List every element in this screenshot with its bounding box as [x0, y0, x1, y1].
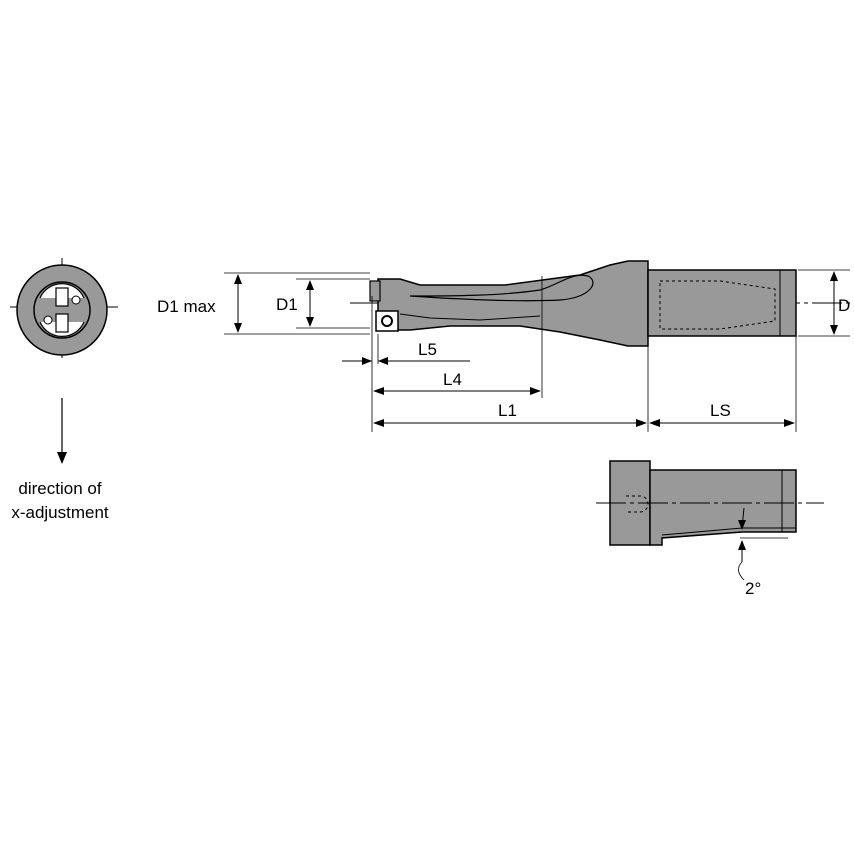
l1-arrow-right	[636, 419, 647, 427]
shank-detail-view: 2°	[596, 460, 824, 598]
l5-label: L5	[418, 340, 437, 359]
end-view-outer-circle	[16, 264, 108, 356]
d1-label: D1	[276, 295, 298, 314]
d1max-arrow-top	[234, 274, 242, 284]
ls-arrow-left	[649, 419, 660, 427]
end-view-insert-bottom	[55, 313, 69, 333]
d-arrow-bottom	[830, 325, 838, 335]
l4-label: L4	[443, 370, 462, 389]
d1-arrow-bottom	[306, 317, 314, 327]
flute-edge	[399, 313, 541, 321]
angle-arrowhead-lower	[738, 540, 746, 550]
end-view-coolant-hole-left	[43, 315, 53, 325]
d1max-label: D1 max	[157, 297, 216, 316]
end-view-coolant-hole-right	[71, 295, 81, 305]
l4-arrow-right	[530, 387, 541, 395]
direction-arrow-head	[57, 452, 67, 464]
ls-label: LS	[710, 401, 731, 420]
insert-screw-icon	[381, 315, 393, 327]
drill-body	[377, 260, 649, 347]
end-view-inner-ring	[33, 281, 91, 339]
l1-label: L1	[498, 401, 517, 420]
ls-arrow-right	[784, 419, 795, 427]
d1-arrow-top	[306, 280, 314, 290]
detail-shank-body	[649, 469, 797, 546]
l5-arrow-left	[362, 357, 372, 365]
shank-hidden-bore	[659, 280, 776, 330]
l5-arrow-right	[378, 357, 388, 365]
d-label: D	[838, 296, 850, 315]
d1max-arrow-bottom	[234, 323, 242, 333]
flute-curve	[409, 274, 594, 302]
end-view: direction of x-adjustment	[10, 258, 118, 522]
angle-arrowhead-upper	[738, 520, 746, 530]
tip-insert-upper	[369, 280, 381, 302]
d-arrow-top	[830, 271, 838, 281]
shank	[647, 269, 797, 337]
direction-label-line2: x-adjustment	[11, 503, 109, 522]
detail-hidden-hole	[626, 495, 649, 513]
direction-label-line1: direction of	[18, 479, 101, 498]
l4-arrow-left	[373, 387, 384, 395]
side-view: D1 max D1 D L5 L4 L	[157, 260, 850, 432]
l1-arrow-left	[373, 419, 384, 427]
angle-leader	[738, 561, 745, 581]
angle-label: 2°	[745, 579, 761, 598]
end-view-insert-top	[55, 287, 69, 307]
